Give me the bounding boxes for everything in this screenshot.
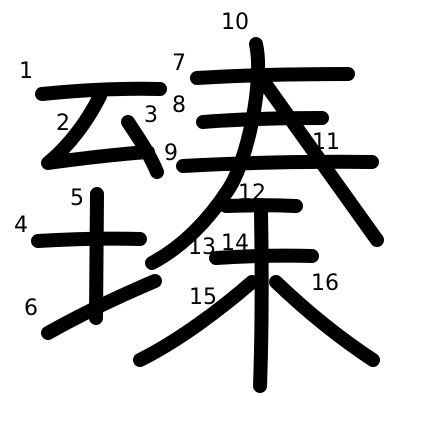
stroke-12 xyxy=(219,198,303,213)
stroke-number-11: 11 xyxy=(312,130,340,155)
stroke-number-8: 8 xyxy=(172,93,186,118)
stroke-5 xyxy=(89,187,104,325)
stroke-number-10: 10 xyxy=(221,10,249,35)
stroke-number-12: 12 xyxy=(238,181,266,206)
stroke-6 xyxy=(41,274,162,340)
stroke-9 xyxy=(176,154,379,173)
character-strokes xyxy=(31,37,384,393)
stroke-number-16: 16 xyxy=(311,271,339,296)
stroke-number-14: 14 xyxy=(221,231,249,256)
stroke-number-5: 5 xyxy=(70,186,84,211)
stroke-14 xyxy=(253,206,269,393)
stroke-number-3: 3 xyxy=(144,103,158,128)
stroke-number-13: 13 xyxy=(188,235,216,260)
stroke-15 xyxy=(133,275,259,367)
stroke-11 xyxy=(257,75,384,247)
stroke-number-4: 4 xyxy=(14,213,28,238)
stroke-number-7: 7 xyxy=(172,51,186,76)
stroke-number-6: 6 xyxy=(24,296,38,321)
stroke-2 xyxy=(41,89,155,170)
stroke-number-2: 2 xyxy=(56,111,70,136)
stroke-8 xyxy=(196,111,329,129)
stroke-number-9: 9 xyxy=(164,141,178,166)
stroke-4 xyxy=(31,231,147,248)
stroke-16 xyxy=(269,275,380,367)
stroke-7 xyxy=(190,67,355,85)
stroke-number-15: 15 xyxy=(189,285,217,310)
stroke-number-1: 1 xyxy=(19,59,33,84)
stroke-3 xyxy=(121,115,164,179)
